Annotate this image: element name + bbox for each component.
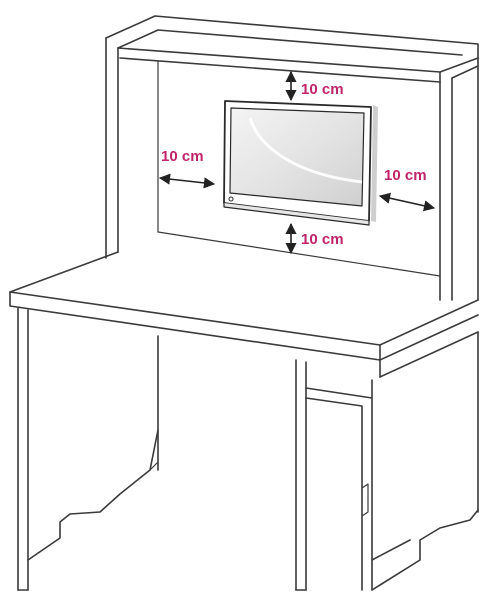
- bottom-clearance-label: 10 cm: [301, 231, 344, 248]
- right-clearance-arrow: [378, 192, 436, 212]
- clearance-arrows: [158, 70, 436, 255]
- desk-hutch: [105, 15, 479, 301]
- tv-monitor: [223, 100, 372, 226]
- left-clearance-arrow: [158, 173, 216, 189]
- left-clearance-label: 10 cm: [161, 148, 204, 165]
- desk-top: [9, 251, 479, 378]
- desk-left-leg: [17, 307, 159, 591]
- right-clearance-label: 10 cm: [384, 167, 427, 184]
- tv-wall-shadow: [371, 105, 378, 222]
- desk-right-pedestal: [295, 331, 479, 591]
- top-clearance-label: 10 cm: [301, 81, 344, 98]
- power-led-icon: [228, 196, 234, 202]
